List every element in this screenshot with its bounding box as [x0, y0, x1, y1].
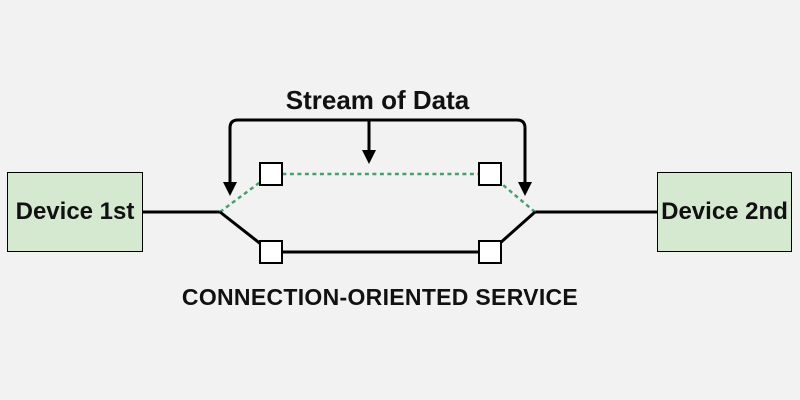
circuit-solid-path [219, 210, 536, 254]
stream-bracket [228, 118, 527, 183]
stream-dashed-path [219, 172, 536, 214]
packet-node-lower-left [259, 240, 283, 264]
device-2-box: Device 2nd [657, 172, 792, 252]
device-1-box: Device 1st [7, 172, 143, 252]
caption-label: CONNECTION-ORIENTED SERVICE [181, 284, 579, 310]
packet-node-upper-left [259, 162, 283, 186]
bracket-arrowhead-left-icon [223, 182, 237, 196]
packet-node-lower-right [478, 240, 502, 264]
bracket-arrowhead-right-icon [518, 182, 532, 196]
stream-of-data-label: Stream of Data [285, 85, 470, 115]
device-1-label: Device 1st [15, 198, 135, 225]
center-arrowhead-icon [362, 150, 376, 164]
device-2-label: Device 2nd [661, 198, 788, 225]
packet-node-upper-right [478, 162, 502, 186]
